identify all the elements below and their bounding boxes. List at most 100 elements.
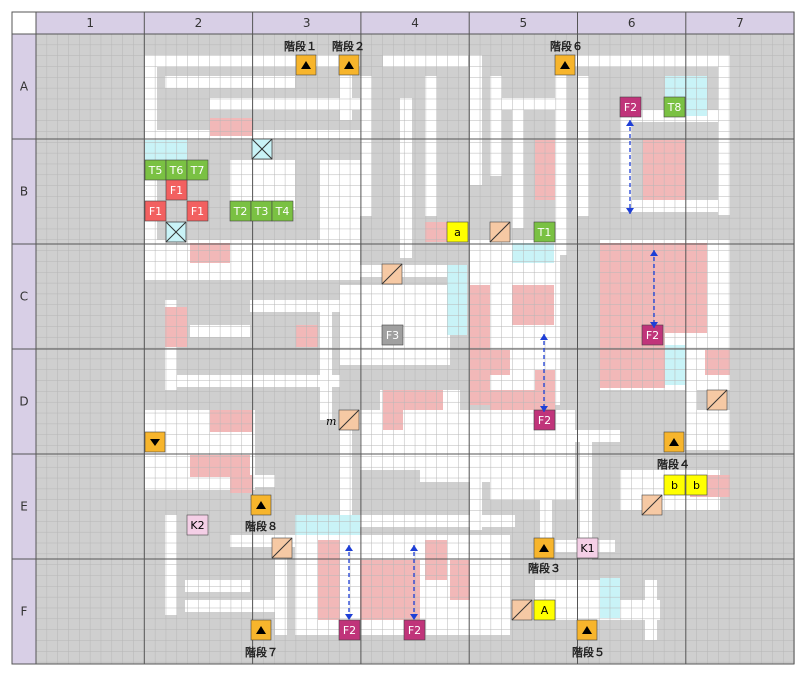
marker-m: m [326,415,336,428]
floor-zone [340,515,515,527]
column-label: 1 [86,16,94,30]
warp-arrowhead [626,208,634,214]
floor-zone [540,470,552,540]
damage-patch [230,475,252,493]
stairs-arrow-icon [539,544,549,552]
stairs-arrow-icon [256,501,266,509]
stairs-label-8: 階段８ [245,520,278,533]
column-label: 5 [520,16,528,30]
water-patch [295,515,360,535]
f1-top-label: F1 [170,184,183,197]
f2-d-tile [338,619,361,641]
floor-zone [145,55,157,140]
column-label: 4 [411,16,419,30]
floor-zone [275,535,287,635]
damage-patch [360,560,420,620]
floor-zone [320,160,360,240]
warp-arrowhead [540,334,548,340]
stairs-label-1: 階段１ [284,40,317,53]
column-label: 2 [195,16,203,30]
warp-arrowhead [626,120,634,126]
k1-label: K1 [580,542,594,555]
k2-tile [186,514,209,536]
t4-label: T4 [275,205,290,218]
water-patch [447,265,467,335]
f1-left-tile [144,200,167,222]
slope-line [271,537,293,559]
floor-zone [320,300,332,420]
t3-label: T3 [254,205,269,218]
item-b1-tile [663,474,686,496]
damage-patch [705,350,730,375]
stairs-label-2: 階段２ [332,40,365,53]
row-label: D [19,395,28,409]
slope-line [511,599,533,621]
row-label: B [20,185,28,199]
floor-zone [577,76,589,216]
floor-zone [512,98,524,228]
column-header-bar [36,12,794,34]
row-label: E [20,500,28,514]
item-a-label: a [454,226,461,239]
stairs-arrow-icon [150,439,160,446]
stairs-label-3: 階段３ [528,562,561,575]
damage-patch [318,540,340,620]
stairs-arrow-icon [582,626,592,634]
stairs-arrow-icon [669,438,679,446]
slope-line [641,494,663,516]
f2-c-label: F2 [538,414,551,427]
t8-label: T8 [667,101,682,114]
item-b2-tile [685,474,708,496]
stairs-label-6: 階段６ [550,40,583,53]
map-border [11,11,795,665]
f2-e-label: F2 [408,624,421,637]
warp-arrowhead [650,322,658,328]
f2-b-label: F2 [646,329,659,342]
floor-zone [340,430,352,530]
stairs-label-4: 階段４ [657,458,690,471]
stairs-arrow-icon [256,626,266,634]
warp-arrowhead [540,406,548,412]
stairs-arrow-icon [560,61,570,69]
warp-arrowhead [345,614,353,620]
warp-arrowhead [650,250,658,256]
damage-patch [425,540,447,580]
floor-zone [185,580,250,592]
f1-top-tile [165,179,188,201]
f2-e-tile [403,619,426,641]
floor-zone [165,76,295,88]
slope-line [489,221,511,243]
damage-patch [425,222,447,242]
f2-a-tile [619,96,642,118]
floor-zone [685,390,697,450]
t4-tile [271,200,294,222]
row-label: C [20,290,28,304]
damage-patch [383,390,443,410]
t2-label: T2 [233,205,248,218]
blocked-cross [251,138,273,160]
t7-tile [186,159,209,181]
stairs-label-7: 階段７ [245,646,278,659]
floor-zone [620,110,632,210]
f2-d-label: F2 [343,624,356,637]
stairs-label-5: 階段５ [572,646,605,659]
f1-right-tile [186,200,209,222]
f3-tile [381,324,404,346]
warp-arrowhead [410,545,418,551]
warp-arrowhead [410,614,418,620]
floor-zone [490,76,502,176]
floor-zone [425,76,437,216]
t1-label: T1 [537,226,552,239]
slope-line [706,389,728,411]
floor-zone [420,470,510,482]
row-label: A [20,80,29,94]
warp-arrowhead [345,545,353,551]
water-patch [512,243,554,263]
stairs-arrow-icon [344,61,354,69]
stairs-arrow-icon [301,61,311,69]
item-b2-label: b [693,479,700,492]
damage-patch [490,350,510,375]
